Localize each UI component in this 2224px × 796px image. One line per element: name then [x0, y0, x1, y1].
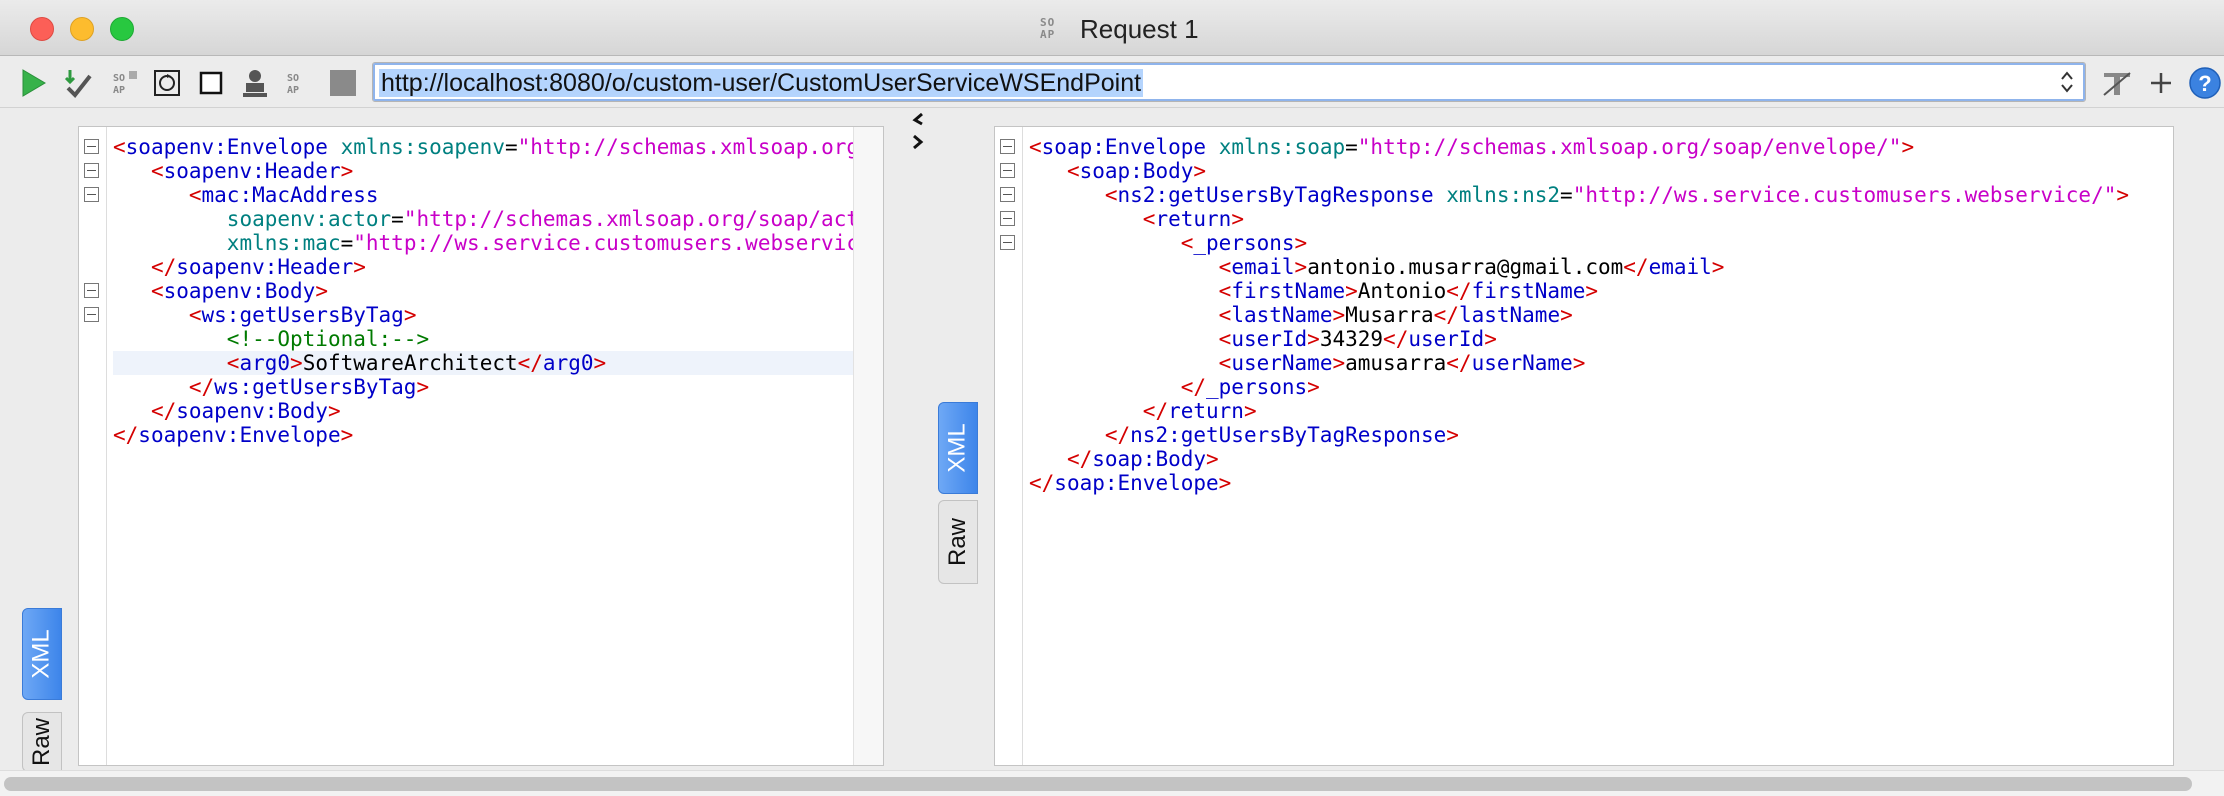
tab-request-raw[interactable]: Raw: [22, 712, 62, 772]
endpoint-url-text[interactable]: http://localhost:8080/o/custom-user/Cust…: [379, 69, 1144, 97]
code-line: </_persons>: [1180, 375, 1320, 399]
minimize-window-button[interactable]: [70, 17, 94, 41]
fold-toggle-icon[interactable]: [1000, 163, 1015, 178]
code-line-current: <arg0>SoftwareArchitect</arg0>: [113, 351, 883, 375]
stop-icon[interactable]: [194, 66, 228, 100]
code-line: <ns2:getUsersByTagResponse xmlns:ns2="ht…: [1104, 183, 2130, 207]
fold-toggle-icon[interactable]: [84, 187, 99, 202]
add-icon[interactable]: [2144, 66, 2178, 100]
fold-gutter: [79, 127, 107, 765]
svg-text:SO: SO: [287, 73, 299, 84]
code-line: <soapenv:Body>: [150, 279, 328, 303]
last-name-value: Musarra: [1345, 303, 1434, 327]
gray-square-icon[interactable]: [326, 66, 360, 100]
validate-icon[interactable]: [62, 66, 96, 100]
code-line: <soapenv:Header>: [150, 159, 354, 183]
format-icon[interactable]: [2100, 66, 2134, 100]
tab-response-xml-label: XML: [944, 423, 972, 473]
code-line: </soap:Body>: [1066, 447, 1219, 471]
fold-gutter: [995, 127, 1023, 765]
help-icon-label: ?: [2198, 71, 2211, 96]
code-line: </soapenv:Envelope>: [113, 423, 354, 447]
code-line: <email>antonio.musarra@gmail.com</email>: [1218, 255, 1725, 279]
splitter-toggle-icon[interactable]: [908, 110, 930, 150]
code-line: <ws:getUsersByTag>: [188, 303, 417, 327]
tab-request-raw-label: Raw: [28, 717, 56, 767]
code-line: </ws:getUsersByTag>: [188, 375, 430, 399]
refresh-icon[interactable]: [150, 66, 184, 100]
code-line: </soapenv:Body>: [150, 399, 341, 423]
code-line: <soap:Envelope xmlns:soap="http://schema…: [1029, 135, 1915, 159]
run-icon[interactable]: [16, 66, 50, 100]
svg-text:AP: AP: [113, 85, 125, 96]
vertical-scrollbar[interactable]: [853, 127, 883, 765]
code-line: </soapenv:Header>: [150, 255, 366, 279]
fold-toggle-icon[interactable]: [1000, 235, 1015, 250]
code-line: <lastName>Musarra</lastName>: [1218, 303, 1573, 327]
tab-request-xml[interactable]: XML: [22, 608, 62, 700]
endpoint-url-field[interactable]: http://localhost:8080/o/custom-user/Cust…: [372, 62, 2086, 102]
horizontal-scrollbar-thumb[interactable]: [4, 777, 2192, 791]
request-xml-editor[interactable]: <soapenv:Envelope xmlns:soapenv="http://…: [78, 126, 884, 766]
code-line: xmlns:mac="http://ws.service.customusers…: [226, 231, 884, 255]
code-line: </ns2:getUsersByTagResponse>: [1104, 423, 1459, 447]
code-line: <mac:MacAddress: [188, 183, 379, 207]
horizontal-scrollbar[interactable]: [0, 770, 2224, 796]
window-title: Request 1: [1080, 13, 1199, 44]
svg-text:AP: AP: [287, 85, 299, 96]
fold-toggle-icon[interactable]: [84, 283, 99, 298]
first-name-value: Antonio: [1357, 279, 1447, 303]
email-value: antonio.musarra@gmail.com: [1307, 255, 1624, 279]
code-line: soapenv:actor="http://schemas.xmlsoap.or…: [226, 207, 883, 231]
svg-text:SO: SO: [113, 73, 125, 84]
tab-request-xml-label: XML: [28, 629, 56, 679]
tab-response-xml[interactable]: XML: [938, 402, 978, 494]
code-line: <soapenv:Envelope xmlns:soapenv="http://…: [113, 135, 883, 159]
request-code[interactable]: <soapenv:Envelope xmlns:soapenv="http://…: [113, 135, 884, 447]
tab-response-raw-label: Raw: [944, 517, 972, 567]
fold-toggle-icon[interactable]: [84, 139, 99, 154]
help-icon[interactable]: ?: [2188, 66, 2222, 100]
fold-toggle-icon[interactable]: [84, 307, 99, 322]
fold-toggle-icon[interactable]: [1000, 139, 1015, 154]
chevron-updown-icon[interactable]: [2057, 68, 2077, 96]
code-line: <firstName>Antonio</firstName>: [1218, 279, 1599, 303]
user-id-value: 34329: [1319, 327, 1384, 351]
fold-toggle-icon[interactable]: [84, 163, 99, 178]
code-line: <userId>34329</userId>: [1218, 327, 1497, 351]
code-line: <_persons>: [1180, 231, 1308, 255]
response-xml-editor[interactable]: <soap:Envelope xmlns:soap="http://schema…: [994, 126, 2174, 766]
code-line: <return>: [1142, 207, 1244, 231]
code-line: </return>: [1142, 399, 1257, 423]
tab-response-raw[interactable]: Raw: [938, 500, 978, 584]
maximize-window-button[interactable]: [110, 17, 134, 41]
fold-toggle-icon[interactable]: [1000, 187, 1015, 202]
fold-toggle-icon[interactable]: [1000, 211, 1015, 226]
code-line: <!--Optional:-->: [226, 327, 430, 351]
user-name-value: amusarra: [1345, 351, 1447, 375]
response-code[interactable]: <soap:Envelope xmlns:soap="http://schema…: [1029, 135, 2129, 495]
close-window-button[interactable]: [30, 17, 54, 41]
code-line: </soap:Envelope>: [1029, 471, 1232, 495]
user-icon[interactable]: [238, 66, 272, 100]
code-line: <soap:Body>: [1066, 159, 1207, 183]
code-line: <userName>amusarra</userName>: [1218, 351, 1586, 375]
